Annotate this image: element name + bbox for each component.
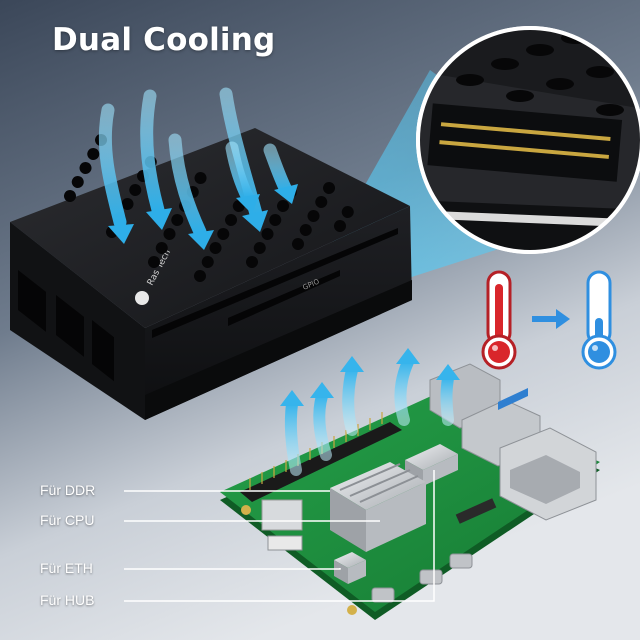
- headline: Dual Cooling: [52, 22, 276, 58]
- arrow-down-icon: [263, 143, 293, 197]
- callout-label-cpu: Für CPU: [40, 512, 95, 528]
- thermometer-hot-icon: [481, 270, 517, 370]
- leader-eth: [124, 568, 341, 570]
- arrow-right-icon: [532, 309, 570, 329]
- gpio-header: [240, 422, 402, 502]
- arrow-down-icon: [98, 103, 127, 229]
- port-opening: [18, 270, 46, 332]
- heatsink-hub: [261, 499, 303, 531]
- heatsink-cpu: [330, 462, 426, 552]
- callout-label-ddr: Für DDR: [40, 482, 96, 498]
- arrow-up-icon: [436, 364, 460, 380]
- arrow-down-icon: [168, 133, 207, 239]
- airflow-up-arrows: [284, 356, 454, 476]
- arrow-up-icon: [396, 348, 420, 364]
- arrow-down-icon: [140, 89, 165, 217]
- port-opening: [56, 295, 84, 357]
- black-case: Ras Tech GPIO: [10, 128, 412, 420]
- leader-hub: [124, 470, 435, 602]
- callout-leaders: [124, 470, 435, 602]
- port-opening: [92, 320, 114, 382]
- raspberry-pi-board: [220, 363, 600, 620]
- heatsink-eth: [334, 552, 366, 584]
- logo-icon: [135, 291, 149, 305]
- arrow-down-icon: [225, 141, 255, 205]
- zoom-detail: [416, 26, 640, 254]
- side-vent-slot: [228, 270, 340, 326]
- airflow-down-arrowheads: [108, 184, 298, 250]
- arrow-up-icon: [310, 382, 334, 398]
- callout-label-hub: Für HUB: [40, 592, 95, 608]
- arrow-up-icon: [340, 356, 364, 372]
- callout-label-eth: Für ETH: [40, 560, 93, 576]
- airflow-up-arrowheads: [280, 348, 460, 406]
- side-vent-slot: [152, 228, 398, 338]
- arrow-up-icon: [280, 390, 304, 406]
- thermometer-cold-icon: [581, 270, 617, 370]
